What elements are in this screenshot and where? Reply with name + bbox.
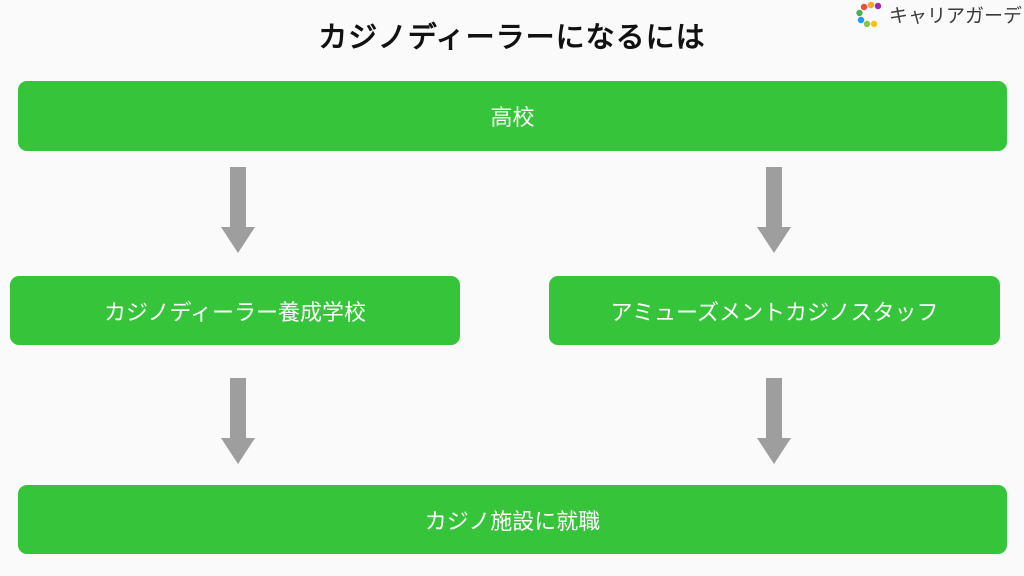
arrow-down-icon [221, 167, 255, 253]
arrow-down-icon [221, 378, 255, 464]
brand-logo[interactable]: キャリアガーデン [855, 1, 1024, 27]
arrow-down-icon [757, 167, 791, 253]
arrow-down-icon [757, 378, 791, 464]
step-dealer-school: カジノディーラー養成学校 [10, 276, 460, 345]
step-high-school: 高校 [18, 81, 1007, 151]
step-amusement-casino-staff: アミューズメントカジノスタッフ [549, 276, 1000, 345]
diagram-title: カジノディーラーになるには [318, 20, 706, 54]
step-casino-employment: カジノ施設に就職 [18, 485, 1007, 554]
career-garden-logo-icon [856, 1, 882, 27]
logo-text: キャリアガーデン [889, 4, 1024, 27]
